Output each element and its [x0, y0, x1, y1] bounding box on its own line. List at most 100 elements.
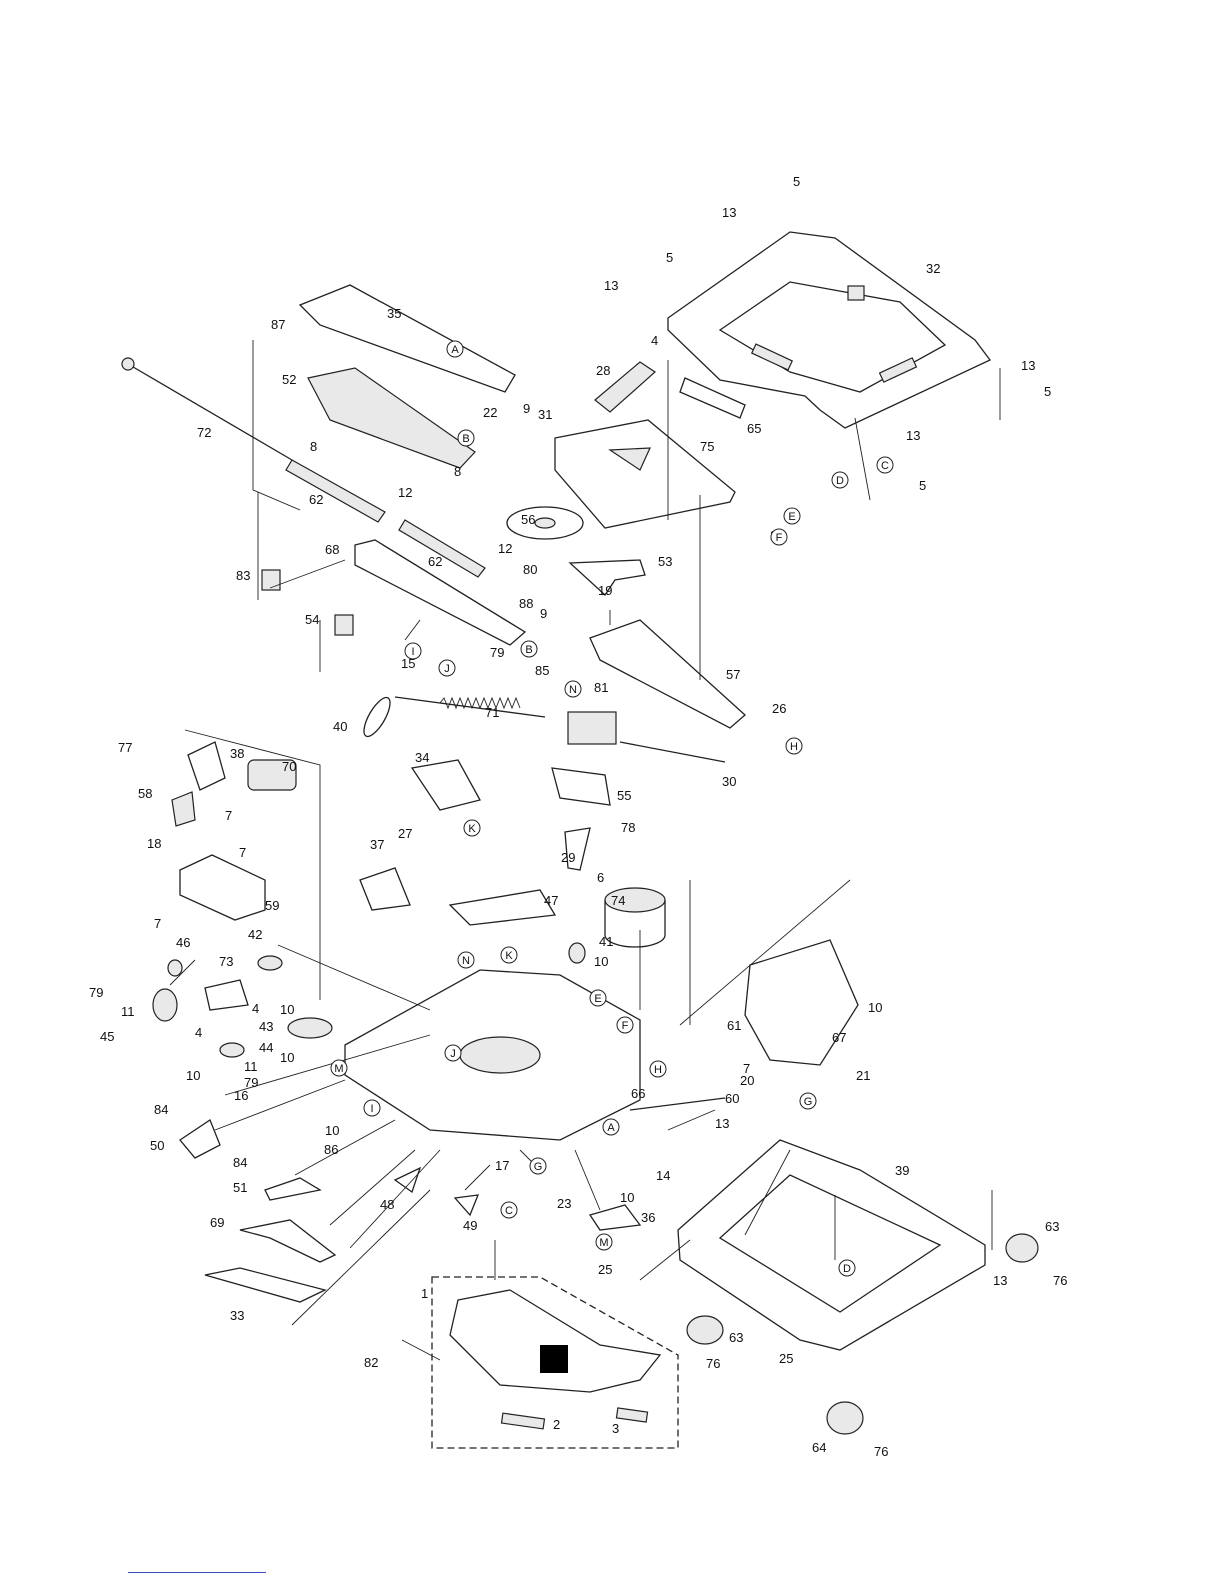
part-label-26: 26	[772, 701, 786, 716]
part-72-knob	[121, 357, 135, 371]
part-67-ring	[744, 939, 859, 1066]
ref-circle	[457, 951, 475, 969]
part-label-76: 76	[1053, 1273, 1067, 1288]
part-70-motor	[247, 759, 297, 791]
part-label-10: 10	[594, 954, 608, 969]
part-label-17: 17	[495, 1158, 509, 1173]
ref-letter: F	[776, 532, 783, 544]
ref-marker-h: H	[785, 737, 803, 755]
part-label-13: 13	[993, 1273, 1007, 1288]
ref-letter: K	[505, 950, 513, 962]
part-66-main-base	[344, 969, 641, 1141]
part-label-7: 7	[225, 808, 232, 823]
part-label-10: 10	[280, 1002, 294, 1017]
ref-letter: I	[411, 646, 414, 658]
part-58-board	[171, 791, 196, 827]
part-label-12: 12	[398, 485, 412, 500]
ref-circle	[602, 1118, 620, 1136]
part-label-50: 50	[150, 1138, 164, 1153]
part-label-87: 87	[271, 317, 285, 332]
ref-letter: M	[334, 1063, 343, 1075]
part-label-84: 84	[233, 1155, 247, 1170]
part-64-damper	[826, 1401, 864, 1435]
ref-marker-c: C	[500, 1201, 518, 1219]
ref-marker-m: M	[595, 1233, 613, 1251]
part-71-worm	[394, 696, 546, 718]
part-65-bracket	[679, 377, 746, 419]
ref-circle	[444, 1044, 462, 1062]
part-label-4: 4	[195, 1025, 202, 1040]
part-30-rod	[619, 741, 726, 763]
part-label-33: 33	[230, 1308, 244, 1323]
part-81-pickup	[567, 711, 617, 745]
ref-marker-b: B	[457, 429, 475, 447]
ref-letter: D	[843, 1263, 851, 1275]
part-32-slot-b	[878, 357, 918, 383]
part-32-slot-a	[750, 343, 794, 371]
part-59-frame	[179, 854, 266, 921]
part-label-62: 62	[428, 554, 442, 569]
part-53-lever	[568, 559, 646, 596]
ref-circle	[404, 642, 422, 660]
part-83-clip	[261, 569, 281, 591]
ref-letter: I	[370, 1103, 373, 1115]
part-label-55: 55	[617, 788, 631, 803]
ref-circle	[446, 340, 464, 358]
part-36-cam	[588, 1204, 642, 1231]
part-label-13: 13	[715, 1116, 729, 1131]
ref-circle	[770, 528, 788, 546]
part-label-10: 10	[325, 1123, 339, 1138]
part-label-36: 36	[641, 1210, 655, 1225]
part-label-47: 47	[544, 893, 558, 908]
part-label-67: 67	[832, 1030, 846, 1045]
part-label-25: 25	[779, 1351, 793, 1366]
ref-letter: E	[788, 511, 795, 523]
part-label-4: 4	[252, 1001, 259, 1016]
part-label-3: 3	[612, 1421, 619, 1436]
part-label-57: 57	[726, 667, 740, 682]
part-label-56: 56	[521, 512, 535, 527]
part-label-13: 13	[906, 428, 920, 443]
part-label-13: 13	[722, 205, 736, 220]
ref-marker-h: H	[649, 1060, 667, 1078]
part-label-28: 28	[596, 363, 610, 378]
part-47-plate	[448, 889, 557, 926]
part-label-62: 62	[309, 492, 323, 507]
ref-letter: B	[525, 644, 532, 656]
part-label-7: 7	[743, 1061, 750, 1076]
part-number-labels: 5133251341352865137552493156358752228872…	[89, 174, 1067, 1459]
part-label-52: 52	[282, 372, 296, 387]
ref-circle	[438, 659, 456, 677]
part-label-43: 43	[259, 1019, 273, 1034]
part-54-clip	[334, 614, 354, 636]
part-label-54: 54	[305, 612, 319, 627]
ref-circle	[799, 1092, 817, 1110]
ref-marker-k: K	[500, 946, 518, 964]
part-75-cutout	[608, 447, 651, 471]
part-label-48: 48	[380, 1197, 394, 1212]
part-label-76: 76	[706, 1356, 720, 1371]
part-label-88: 88	[519, 596, 533, 611]
part-label-35: 35	[387, 306, 401, 321]
part-label-63: 63	[729, 1330, 743, 1345]
part-label-10: 10	[186, 1068, 200, 1083]
ref-letter: E	[594, 993, 601, 1005]
ref-marker-n: N	[457, 951, 475, 969]
part-label-68: 68	[325, 542, 339, 557]
part-32-slot-c	[847, 285, 865, 301]
part-label-79: 79	[89, 985, 103, 1000]
part-57-arm	[589, 619, 746, 729]
ref-letter: A	[607, 1122, 615, 1134]
ref-circle	[330, 1059, 348, 1077]
part-label-38: 38	[230, 746, 244, 761]
part-label-49: 49	[463, 1218, 477, 1233]
part-label-74: 74	[611, 893, 625, 908]
ref-letter: C	[881, 460, 889, 472]
part-label-32: 32	[926, 261, 940, 276]
part-label-79: 79	[244, 1075, 258, 1090]
part-label-25: 25	[598, 1262, 612, 1277]
part-63-damper-a	[1005, 1233, 1039, 1263]
part-34-bracket	[410, 759, 481, 811]
